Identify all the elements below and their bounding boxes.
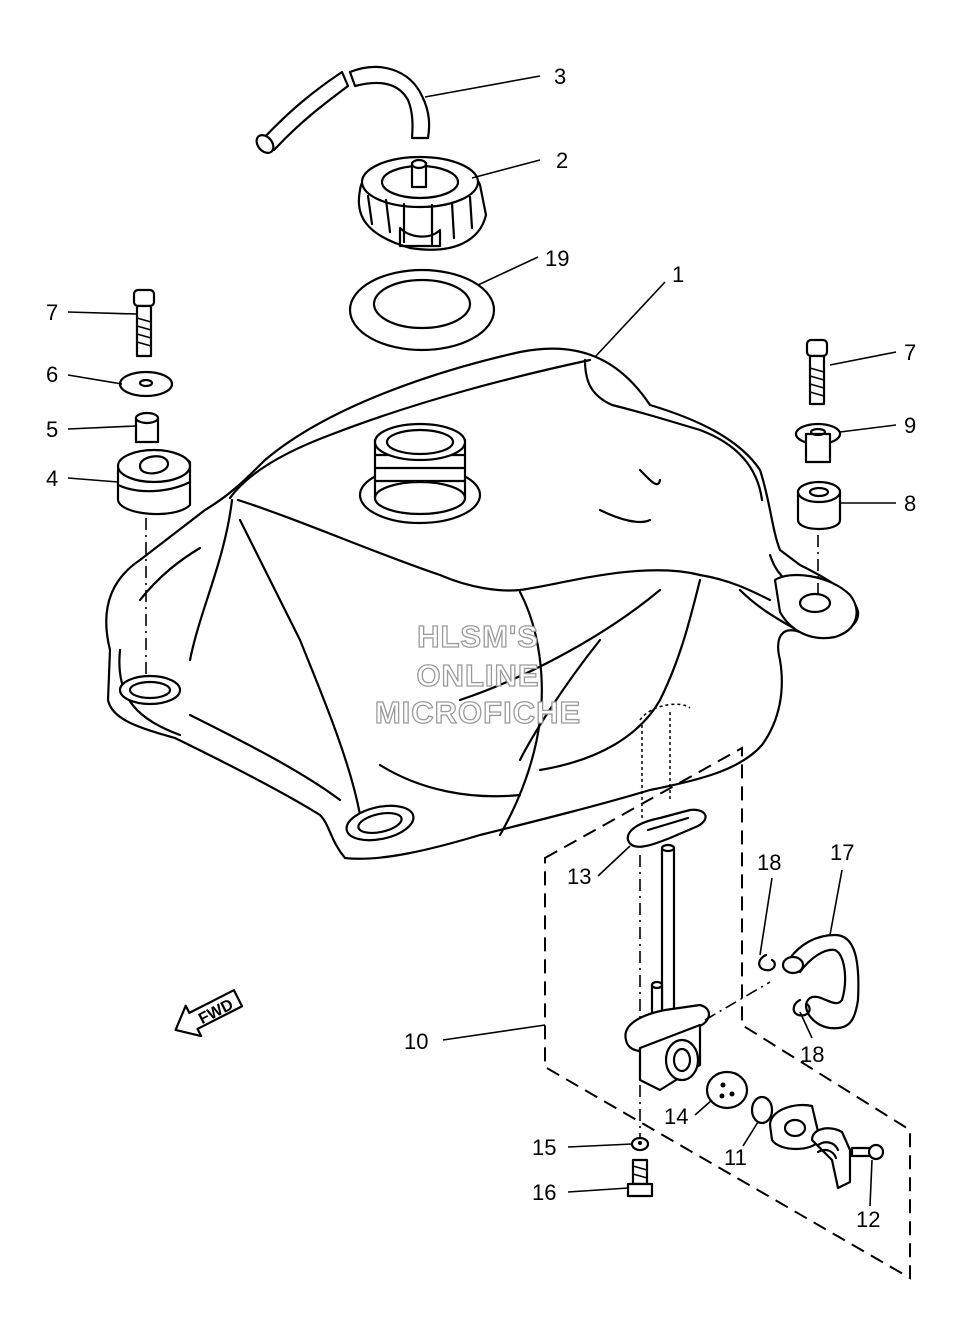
cap-gasket-part [348,268,496,352]
breather-hose-part [255,65,431,154]
callout-2: 2 [556,148,568,173]
callout-1: 1 [672,262,684,287]
callout-8: 8 [904,491,916,516]
callout-18-bottom: 18 [800,1042,824,1067]
callout-3: 3 [554,64,566,89]
callout-13: 13 [567,864,591,889]
watermark-line-3: MICROFICHE [375,695,581,730]
forward-direction-arrow: FWD [174,989,244,1038]
callout-numbers: 1 2 3 19 7 6 5 4 7 9 8 10 13 14 11 12 15… [46,64,916,1232]
callout-12: 12 [856,1207,880,1232]
fuel-cock-assembly [544,703,911,1280]
callout-18-top: 18 [757,850,781,875]
watermark-line-1: HLSM'S [417,619,539,654]
left-mount-hardware [116,288,192,675]
callout-7-right: 7 [904,340,916,365]
callout-16: 16 [532,1180,556,1205]
callout-10: 10 [404,1029,428,1054]
watermark: HLSM'S ONLINE MICROFICHE [374,618,581,730]
fuel-cap-part [357,155,488,251]
callout-19: 19 [545,246,569,271]
callout-15: 15 [532,1135,556,1160]
right-mount-hardware [794,338,842,598]
leader-lines [67,75,897,1207]
callout-4: 4 [46,466,58,491]
callout-11: 11 [724,1145,747,1170]
callout-5: 5 [46,417,58,442]
callout-17: 17 [830,840,854,865]
fuel-tank-part [105,347,860,860]
watermark-line-2: ONLINE [416,658,539,693]
callout-9: 9 [904,413,916,438]
callout-7-left: 7 [46,300,58,325]
callout-6: 6 [46,362,58,387]
callout-14: 14 [664,1104,688,1129]
filler-neck [358,422,482,525]
